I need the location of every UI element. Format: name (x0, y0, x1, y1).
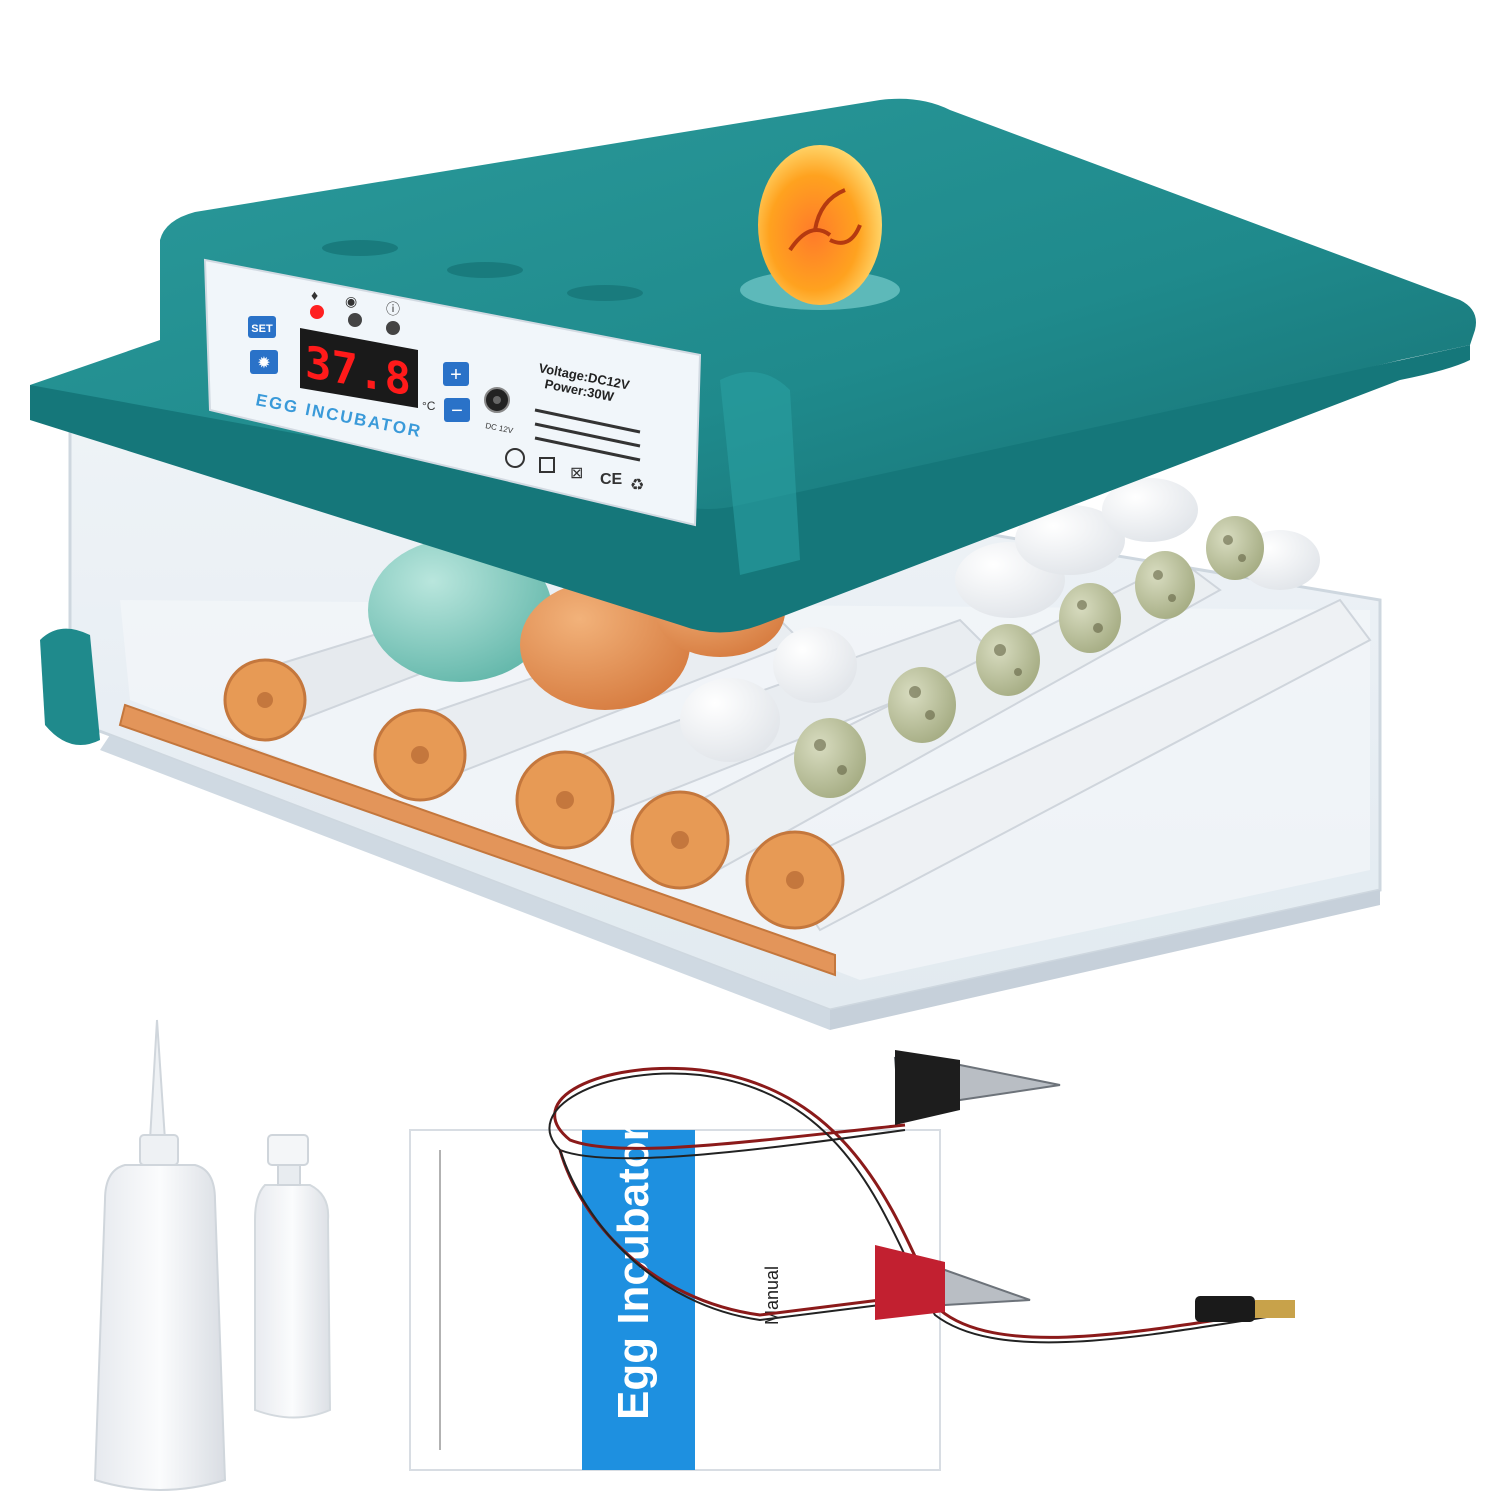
set-button[interactable]: SET (248, 316, 276, 338)
temperature-display: 37.8 °C (300, 328, 436, 413)
black-clamp (893, 1050, 1061, 1125)
spray-bottle (254, 1134, 332, 1419)
turning-rack (118, 658, 845, 977)
lid-vents (322, 240, 643, 301)
white-egg (1102, 478, 1198, 542)
dc-jack[interactable] (484, 387, 510, 413)
white-egg (680, 678, 780, 762)
battery-clip-cable (548, 1066, 1281, 1344)
speaker-grille (534, 408, 641, 462)
instruction-manual[interactable]: Egg Incubator Manual (409, 1124, 941, 1471)
minus-button[interactable]: − (444, 398, 470, 422)
dc-plug (1195, 1296, 1295, 1322)
plus-button[interactable]: + (443, 362, 469, 386)
dropper-bottle (93, 1019, 227, 1491)
eggs (368, 478, 1320, 798)
minus-button-label: − (451, 400, 463, 422)
blue-egg (368, 538, 552, 682)
svg-text:ⓘ: ⓘ (386, 301, 400, 317)
sun-icon: ✹ (257, 355, 270, 372)
manual-subtitle: Manual (762, 1266, 782, 1325)
control-panel: ♦ ◉ ⓘ SET ✹ 37.8 °C + (203, 258, 702, 527)
weee-icon: ⊠ (570, 465, 583, 482)
indicator-lights: ♦ ◉ ⓘ (310, 287, 400, 335)
plus-button-label: + (450, 364, 462, 386)
red-clamp (875, 1245, 1031, 1320)
candling-egg-icon (740, 145, 900, 310)
svg-text:♦: ♦ (311, 287, 318, 303)
white-egg (1015, 505, 1125, 575)
white-egg (773, 627, 857, 703)
light-button[interactable]: ✹ (250, 350, 278, 374)
side-knob (40, 628, 100, 745)
svg-text:◉: ◉ (345, 293, 357, 309)
quail-eggs (794, 516, 1264, 798)
set-button-label: SET (251, 323, 273, 335)
ce-mark: CE (600, 471, 623, 488)
unit-label: °C (422, 399, 436, 413)
incubator: ♦ ◉ ⓘ SET ✹ 37.8 °C + (30, 98, 1476, 1030)
certification-marks: ⊠ CE ♻ (505, 448, 644, 494)
recycle-icon: ♻ (630, 477, 644, 494)
